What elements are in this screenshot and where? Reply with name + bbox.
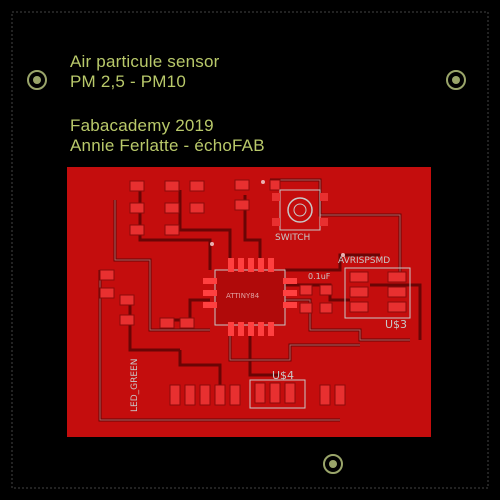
mounting-hole-top-left — [27, 70, 47, 90]
u4-outline — [249, 379, 306, 409]
switch-component — [272, 189, 328, 231]
title-line-1: Air particule sensor — [70, 52, 220, 71]
u3-label: U$3 — [385, 318, 408, 331]
switch-label: SWITCH — [275, 233, 311, 243]
title-line-3: Fabacademy 2019 — [70, 116, 214, 135]
microcontroller-chip — [203, 258, 297, 336]
vias — [210, 180, 345, 257]
avrisp-label: AVRISPSMD — [338, 256, 391, 266]
bottom-header-pads — [169, 382, 346, 406]
capacitor-pads — [299, 284, 333, 314]
mounting-hole-bottom — [323, 454, 343, 474]
capacitor-label: 0.1uF — [308, 272, 331, 281]
title-line-4: Annie Ferlatte - échoFAB — [70, 136, 265, 155]
avrisp-header — [344, 267, 411, 319]
led-green-label: LED_GREEN — [130, 358, 140, 412]
pads-resistors — [99, 179, 281, 329]
chip-label: ATTINY84 — [226, 292, 260, 300]
mounting-hole-top-right — [446, 70, 466, 90]
title-line-2: PM 2,5 - PM10 — [70, 72, 186, 91]
u4-label: U$4 — [272, 369, 295, 382]
